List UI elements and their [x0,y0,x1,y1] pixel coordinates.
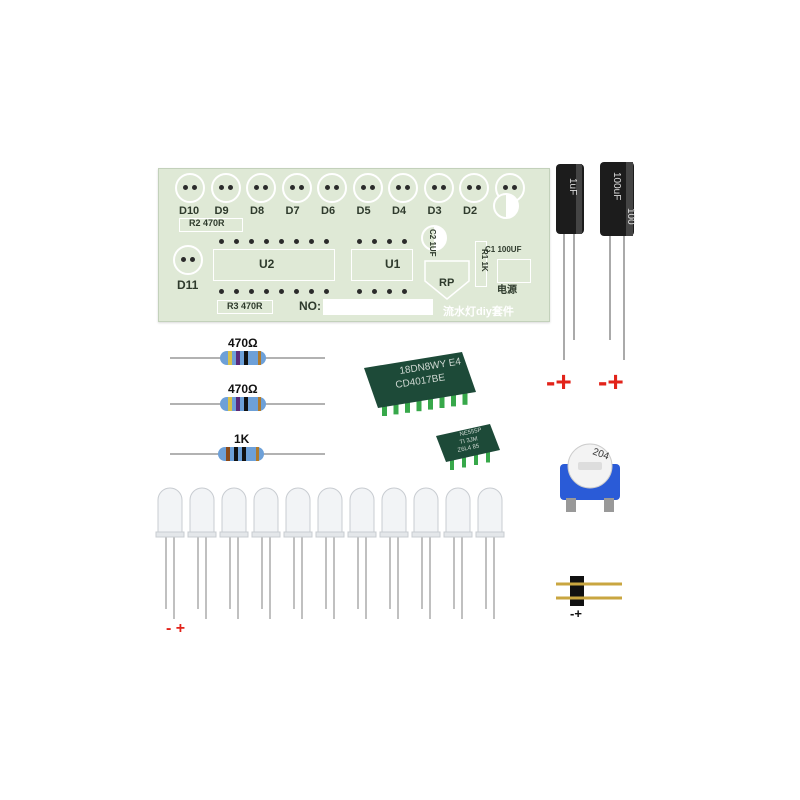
ne555-line1: NE555P [459,427,482,438]
cd4017-pin [393,398,399,415]
c2-footprint [421,225,447,251]
cap-small-polarity: -+ [546,366,572,397]
ne555-chip: NE555P TI 3JM Z6L4 85 [436,424,500,470]
cap-large-b-label: 100 [625,208,636,225]
cap-small-label: 1uF [567,178,578,195]
led-pad [459,173,489,203]
led [219,487,249,619]
led-pad-label: D3 [427,205,442,217]
u2-label: U2 [259,257,275,271]
led-pad [246,173,276,203]
c2-label: C2 1UF [428,229,437,257]
led-polarity: - + [166,620,186,637]
ne555-pin [462,453,466,468]
led [475,487,505,619]
resistor-470-b-label: 470Ω [228,382,258,396]
led [187,487,217,619]
led [251,487,281,619]
led [379,487,409,619]
led-pad [388,173,418,203]
led-pad [317,173,347,203]
led-pad-label: D7 [285,205,300,217]
resistor-1k-label: 1K [234,432,250,446]
led-pad-label: D10 [179,205,200,217]
led-pad-label: D6 [321,205,336,217]
led-pad [175,173,205,203]
r2-label: R2 470R [189,218,225,228]
ne555-pin [474,451,478,465]
led-pad-label: D5 [356,205,371,217]
led-pad-label: D4 [392,205,407,217]
resistor-470-a [170,351,325,365]
led [283,487,313,619]
u2-footprint [213,249,335,281]
cap-large-a-label: 100uF [611,172,622,200]
u1-footprint [351,249,413,281]
led [347,487,377,619]
ne555-pin [486,448,490,463]
led-pad [281,173,312,203]
resistor-470-a-label: 470Ω [228,336,258,350]
capacitor-100uf: 100uF 100 [600,162,636,360]
led [155,487,185,619]
pcb-board: D10D9D8D7D6D5D4D3D2D1 R2 470R D11 U2 U1 … [158,168,550,322]
no-label: NO: [299,299,321,313]
led-pad [423,173,454,203]
ne555-line3: Z6L4 85 [457,443,480,454]
pin-header [556,576,622,606]
rp-footprint [424,260,470,300]
led-pad [352,173,383,203]
r3-label: R3 470R [227,301,263,311]
potentiometer: 204 [560,443,620,512]
cd4017-pin [462,388,468,405]
c1-label: C1 100UF [485,245,522,254]
led-pad-label: D9 [214,205,229,217]
r3-footprint [217,300,273,314]
capacitor-1uf: 1uF [556,164,584,360]
cd4017-pin [428,393,433,410]
header-polarity: -+ [570,606,582,621]
cd4017-pin [405,396,410,413]
rp-label: RP [439,277,455,289]
led-pad [210,173,241,203]
d11-pad [173,245,203,275]
led [443,487,473,619]
cd4017-pin [451,390,456,407]
u1-label: U1 [385,257,401,271]
resistor-470-b [170,397,325,411]
d11-label: D11 [177,278,199,292]
cd4017-pin [439,392,445,408]
ne555-pin [450,456,454,470]
serial-box [323,299,433,315]
led-pad-label: D2 [463,205,478,217]
led-pad-label: D8 [250,205,265,217]
resistors [170,351,325,461]
led [411,487,441,619]
cd4017-pin [382,400,387,416]
power-label: 电源 [497,285,517,296]
kit-label: 流水灯diy套件 [443,306,514,318]
r1-footprint [475,241,487,287]
led-strip [155,487,505,619]
resistor-1k [170,447,325,461]
cd4017-pin [416,395,422,412]
ne555-line2: TI 3JM [459,436,478,446]
cap-large-polarity: -+ [598,366,624,397]
cd4017-chip: 18DN8WY E4 CD4017BE [364,352,476,416]
capacitors: 1uF 100uF 100 [556,162,636,360]
c1-footprint [493,193,519,219]
power-footprint [497,259,531,283]
led [315,487,345,619]
r2-footprint [179,218,243,232]
